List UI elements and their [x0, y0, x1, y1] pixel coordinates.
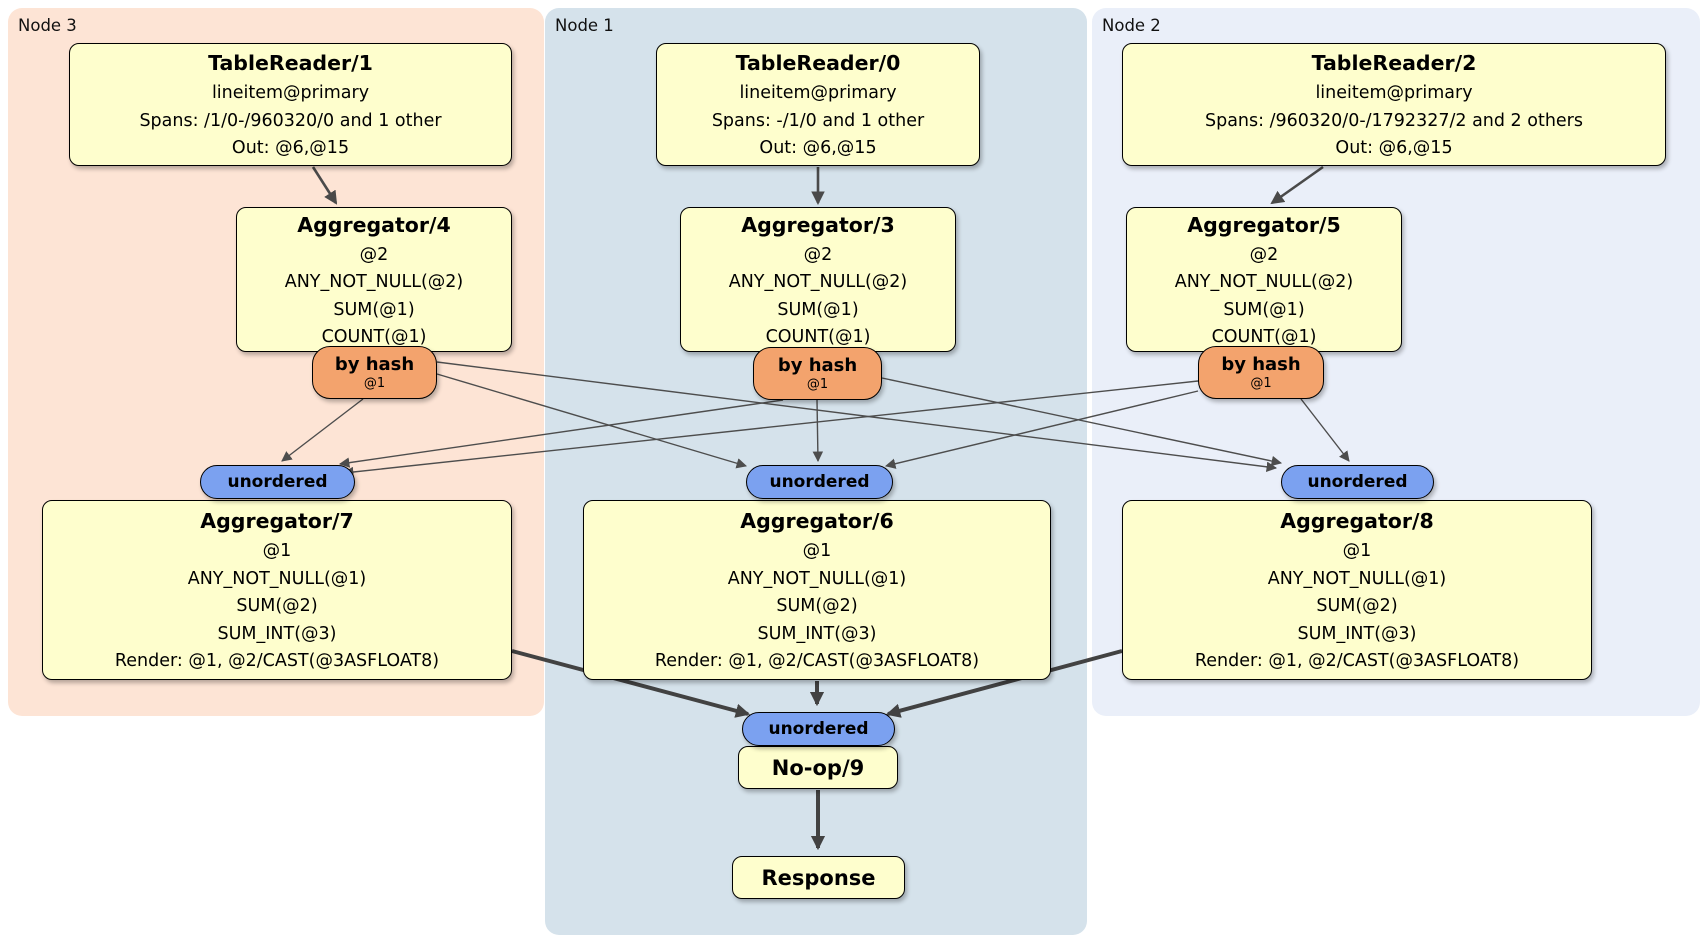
processor-detail: Render: @1, @2/CAST(@3ASFLOAT8) — [654, 651, 980, 672]
processor-detail: SUM_INT(@3) — [217, 623, 337, 644]
tablereader-to-aggregator-edges — [311, 165, 1324, 206]
processor-detail: ANY_NOT_NULL(@1) — [727, 568, 907, 589]
processor-detail: @1 — [1342, 541, 1372, 562]
processor-aggregator-6: Aggregator/6 @1 ANY_NOT_NULL(@1) SUM(@2)… — [583, 500, 1051, 680]
hash-router-columns: @1 — [363, 375, 386, 391]
processor-detail: ANY_NOT_NULL(@2) — [284, 272, 464, 292]
processor-title: Aggregator/5 — [1187, 212, 1341, 237]
processor-detail: Out: @6,@15 — [231, 138, 350, 159]
response-node: Response — [732, 856, 905, 899]
processor-detail: SUM_INT(@3) — [1297, 623, 1417, 644]
processor-detail: SUM(@2) — [236, 596, 318, 617]
processor-title: TableReader/1 — [208, 51, 373, 76]
processor-title: Aggregator/7 — [200, 509, 354, 534]
processor-detail: Render: @1, @2/CAST(@3ASFLOAT8) — [1194, 651, 1520, 672]
processor-detail: Spans: /960320/0-/1792327/2 and 2 others — [1204, 110, 1583, 131]
processor-detail: lineitem@primary — [739, 83, 897, 104]
processor-tablereader-0: TableReader/0 lineitem@primary Spans: -/… — [656, 43, 980, 166]
processor-title: Response — [761, 865, 876, 890]
hash-router-label: by hash — [1221, 353, 1301, 375]
processor-detail: Spans: -/1/0 and 1 other — [711, 110, 925, 131]
processor-title: Aggregator/6 — [740, 509, 894, 534]
hash-router-label: by hash — [777, 354, 858, 376]
processor-detail: @2 — [803, 244, 833, 265]
processor-detail: @2 — [359, 244, 389, 265]
unordered-sync-label: unordered — [769, 472, 870, 492]
unordered-sync-final: unordered — [742, 712, 895, 746]
processor-aggregator-5: Aggregator/5 @2 ANY_NOT_NULL(@2) SUM(@1)… — [1126, 207, 1402, 352]
processor-title: TableReader/2 — [1311, 51, 1477, 76]
unordered-sync-label: unordered — [768, 719, 869, 739]
hash-router-to-sync-edges — [281, 361, 1350, 478]
processor-detail: SUM(@1) — [777, 299, 859, 320]
processor-title: No-op/9 — [771, 755, 865, 780]
processor-detail: COUNT(@1) — [765, 327, 871, 347]
unordered-sync-8: unordered — [1281, 465, 1434, 499]
unordered-sync-label: unordered — [1307, 472, 1408, 492]
node2-region-label: Node 2 — [1102, 16, 1161, 35]
processor-detail: lineitem@primary — [211, 83, 370, 104]
processor-detail: ANY_NOT_NULL(@2) — [728, 272, 908, 292]
processor-detail: Out: @6,@15 — [1335, 138, 1453, 159]
processor-detail: COUNT(@1) — [321, 327, 427, 347]
processor-detail: ANY_NOT_NULL(@1) — [1267, 568, 1447, 589]
processor-noop-9: No-op/9 — [738, 746, 898, 789]
unordered-sync-label: unordered — [227, 472, 328, 492]
hash-router-columns: @1 — [1250, 375, 1272, 391]
processor-title: Aggregator/4 — [297, 212, 451, 237]
unordered-sync-6: unordered — [746, 465, 893, 499]
processor-detail: SUM_INT(@3) — [757, 623, 877, 644]
processor-detail: Spans: /1/0-/960320/0 and 1 other — [139, 110, 442, 131]
processor-detail: SUM(@1) — [1223, 299, 1305, 320]
hash-router-5: by hash @1 — [1198, 346, 1324, 399]
processor-detail: SUM(@2) — [776, 596, 858, 617]
node1-region-label: Node 1 — [555, 16, 614, 35]
processor-detail: Out: @6,@15 — [759, 138, 877, 159]
processor-aggregator-7: Aggregator/7 @1 ANY_NOT_NULL(@1) SUM(@2)… — [42, 500, 512, 680]
processor-title: Aggregator/3 — [741, 212, 895, 237]
processor-detail: @1 — [802, 541, 832, 562]
processor-detail: lineitem@primary — [1315, 83, 1473, 104]
processor-title: TableReader/0 — [735, 51, 901, 76]
processor-detail: @1 — [262, 541, 292, 562]
processor-detail: ANY_NOT_NULL(@1) — [187, 568, 367, 589]
processor-detail: SUM(@1) — [333, 299, 415, 320]
processor-aggregator-4: Aggregator/4 @2 ANY_NOT_NULL(@2) SUM(@1)… — [236, 207, 512, 352]
processor-detail: ANY_NOT_NULL(@2) — [1174, 272, 1354, 292]
processor-tablereader-2: TableReader/2 lineitem@primary Spans: /9… — [1122, 43, 1666, 166]
processor-detail: SUM(@2) — [1316, 596, 1398, 617]
processor-detail: @2 — [1249, 244, 1279, 265]
processor-title: Aggregator/8 — [1280, 509, 1434, 534]
node3-region-label: Node 3 — [18, 16, 77, 35]
processor-tablereader-1: TableReader/1 lineitem@primary Spans: /1… — [69, 43, 512, 166]
aggregator-to-final-sync-edges — [511, 649, 1123, 851]
processor-detail: Render: @1, @2/CAST(@3ASFLOAT8) — [114, 651, 440, 672]
processor-detail: COUNT(@1) — [1211, 327, 1317, 347]
processor-aggregator-3: Aggregator/3 @2 ANY_NOT_NULL(@2) SUM(@1)… — [680, 207, 956, 352]
unordered-sync-7: unordered — [200, 465, 355, 499]
hash-router-columns: @1 — [806, 376, 829, 392]
processor-aggregator-8: Aggregator/8 @1 ANY_NOT_NULL(@1) SUM(@2)… — [1122, 500, 1592, 680]
hash-router-4: by hash @1 — [312, 346, 437, 399]
hash-router-label: by hash — [334, 353, 415, 375]
hash-router-3: by hash @1 — [753, 347, 882, 400]
